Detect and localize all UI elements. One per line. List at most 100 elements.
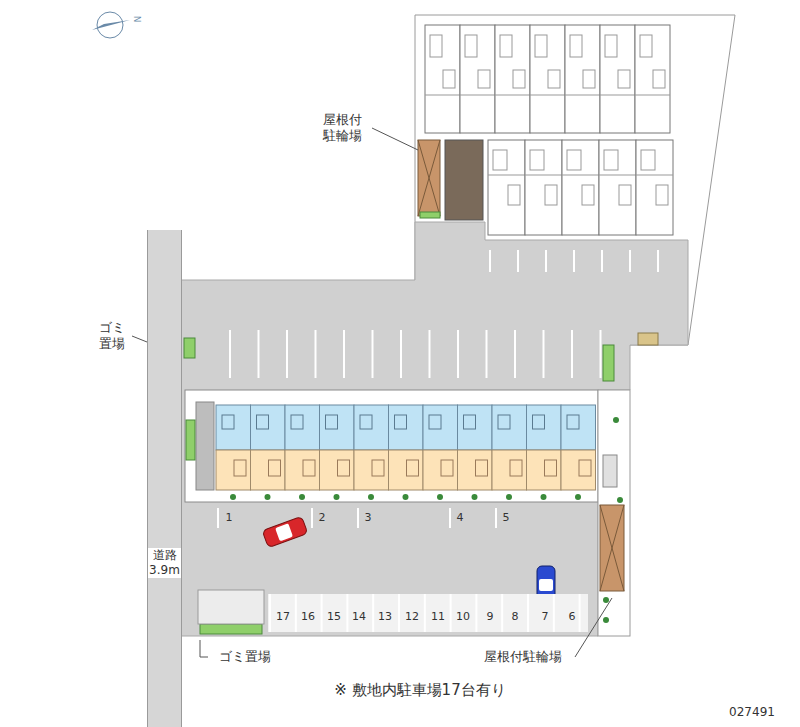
caption: ※ 敷地内駐車場17台有り <box>334 681 505 700</box>
parking-line <box>571 330 573 378</box>
parking-line <box>321 594 323 632</box>
room-detail <box>495 95 530 96</box>
shrub <box>472 494 478 500</box>
room-detail <box>640 35 652 57</box>
unit-lower <box>285 450 320 490</box>
room-detail <box>326 415 338 429</box>
apartment-unit <box>562 140 599 235</box>
room-detail <box>570 35 582 57</box>
compass-letter: N <box>130 16 141 23</box>
room-detail <box>656 185 668 205</box>
room-detail <box>636 175 673 176</box>
bicycle-shed <box>600 505 624 591</box>
apartment-unit <box>495 25 530 133</box>
room-detail <box>303 460 315 476</box>
room-detail <box>407 460 419 476</box>
parking-number: 6 <box>569 610 576 624</box>
parking-line <box>269 594 271 632</box>
shed-cross <box>418 140 440 216</box>
shrub <box>437 494 443 500</box>
meter-box <box>603 455 617 487</box>
unit-lower <box>492 450 527 490</box>
planting <box>420 212 440 218</box>
car-window <box>539 579 553 591</box>
unit-upper <box>251 405 286 450</box>
shrub <box>230 494 236 500</box>
parking-line <box>543 330 545 378</box>
apartment-unit <box>565 25 600 133</box>
room-detail <box>600 95 635 96</box>
shrub <box>603 597 609 603</box>
unit-lower <box>527 450 562 490</box>
room-detail <box>635 95 670 96</box>
planting <box>200 624 262 634</box>
apartment-unit <box>525 140 562 235</box>
parking-line <box>295 594 297 632</box>
room-detail <box>567 415 579 429</box>
unit-upper <box>527 405 562 450</box>
hatched-area <box>445 140 483 220</box>
room-detail <box>291 415 303 429</box>
parking-line <box>601 250 603 272</box>
room-detail <box>222 415 234 429</box>
compass-arrow <box>92 20 130 30</box>
parking-line <box>450 594 452 632</box>
shrub <box>613 417 619 423</box>
apartment-unit <box>488 140 525 235</box>
parking-number: 4 <box>457 511 464 525</box>
parking-number: 15 <box>327 610 341 624</box>
parking-row <box>268 594 588 632</box>
callout-label: ゴミ置場 <box>219 649 271 665</box>
unit-upper <box>423 405 458 450</box>
parking-line <box>517 250 519 272</box>
room-detail <box>510 460 522 476</box>
apartment-unit <box>635 25 670 133</box>
parking-number: 11 <box>431 610 445 624</box>
unit-lower <box>354 450 389 490</box>
apartment-unit <box>460 25 495 133</box>
callout-label: ゴミ 置場 <box>96 320 128 353</box>
shrub <box>265 494 271 500</box>
parking-number: 5 <box>503 511 510 525</box>
parking-number: 12 <box>405 610 419 624</box>
room-detail <box>562 175 599 176</box>
room-detail <box>545 460 557 476</box>
unit-upper <box>216 405 251 450</box>
unit-lower <box>389 450 424 490</box>
parking-line <box>486 330 488 378</box>
apartment-unit <box>600 25 635 133</box>
parking-number: 17 <box>276 610 290 624</box>
room-detail <box>530 95 565 96</box>
shed-cross <box>600 505 624 591</box>
bicycle-shed <box>418 140 440 216</box>
water-tank <box>638 333 658 345</box>
room-detail <box>618 70 630 88</box>
parking-line <box>372 594 374 632</box>
room-detail <box>372 460 384 476</box>
room-detail <box>653 70 665 88</box>
parking-line <box>495 508 497 528</box>
shrub <box>541 494 547 500</box>
room-detail <box>395 415 407 429</box>
shrub <box>506 494 512 500</box>
parking-line <box>501 594 503 632</box>
room-detail <box>605 35 617 57</box>
room-detail <box>599 175 636 176</box>
room-detail <box>548 70 560 88</box>
unit-lower <box>320 450 355 490</box>
room-detail <box>429 415 441 429</box>
parking-number: 9 <box>487 610 494 624</box>
callout-label: 屋根付 駐輪場 <box>320 112 364 145</box>
room-detail <box>338 460 350 476</box>
parking-line <box>600 330 602 378</box>
room-detail <box>498 415 510 429</box>
unit-lower <box>251 450 286 490</box>
parking-line <box>372 330 374 378</box>
building-plot <box>185 390 598 502</box>
parking-line <box>457 330 459 378</box>
room-detail <box>464 415 476 429</box>
parking-line <box>258 330 260 378</box>
generated-shapes <box>216 25 673 632</box>
apartment-unit <box>530 25 565 133</box>
